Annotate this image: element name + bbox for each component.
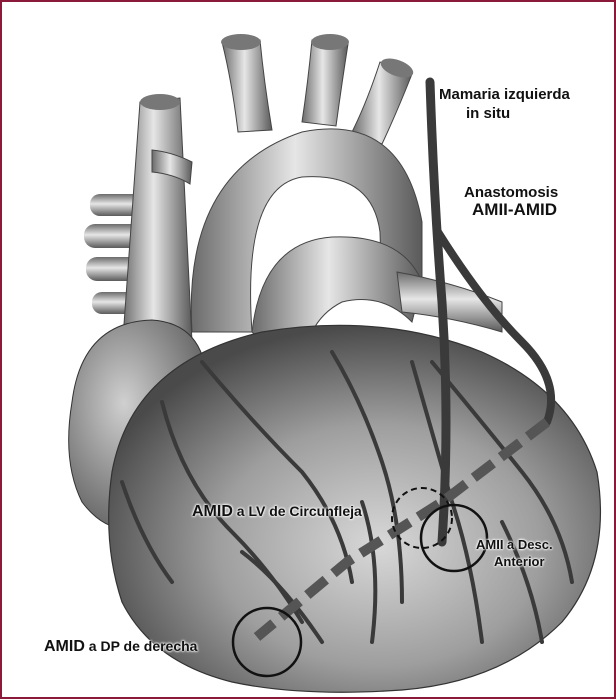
label-amid-dp-suffix: a DP de derecha: [85, 638, 198, 654]
label-amid-dp: AMID a DP de derecha: [44, 637, 197, 656]
vena-cava: [122, 98, 192, 352]
label-amid-lv-prefix: AMID: [192, 503, 233, 520]
label-amid-lv-suffix: a LV de Circunfleja: [233, 503, 362, 519]
label-amii-desc-line2: Anterior: [494, 554, 545, 570]
label-amid-lv: AMID a LV de Circunfleja: [192, 502, 362, 521]
label-anastomosis-line2: AMII-AMID: [472, 200, 557, 220]
label-mamaria-line2: in situ: [466, 105, 510, 123]
label-amid-dp-prefix: AMID: [44, 638, 85, 655]
label-amii-desc-line1: AMII a Desc.: [476, 537, 553, 553]
label-mamaria-line1: Mamaria izquierda: [439, 86, 570, 104]
